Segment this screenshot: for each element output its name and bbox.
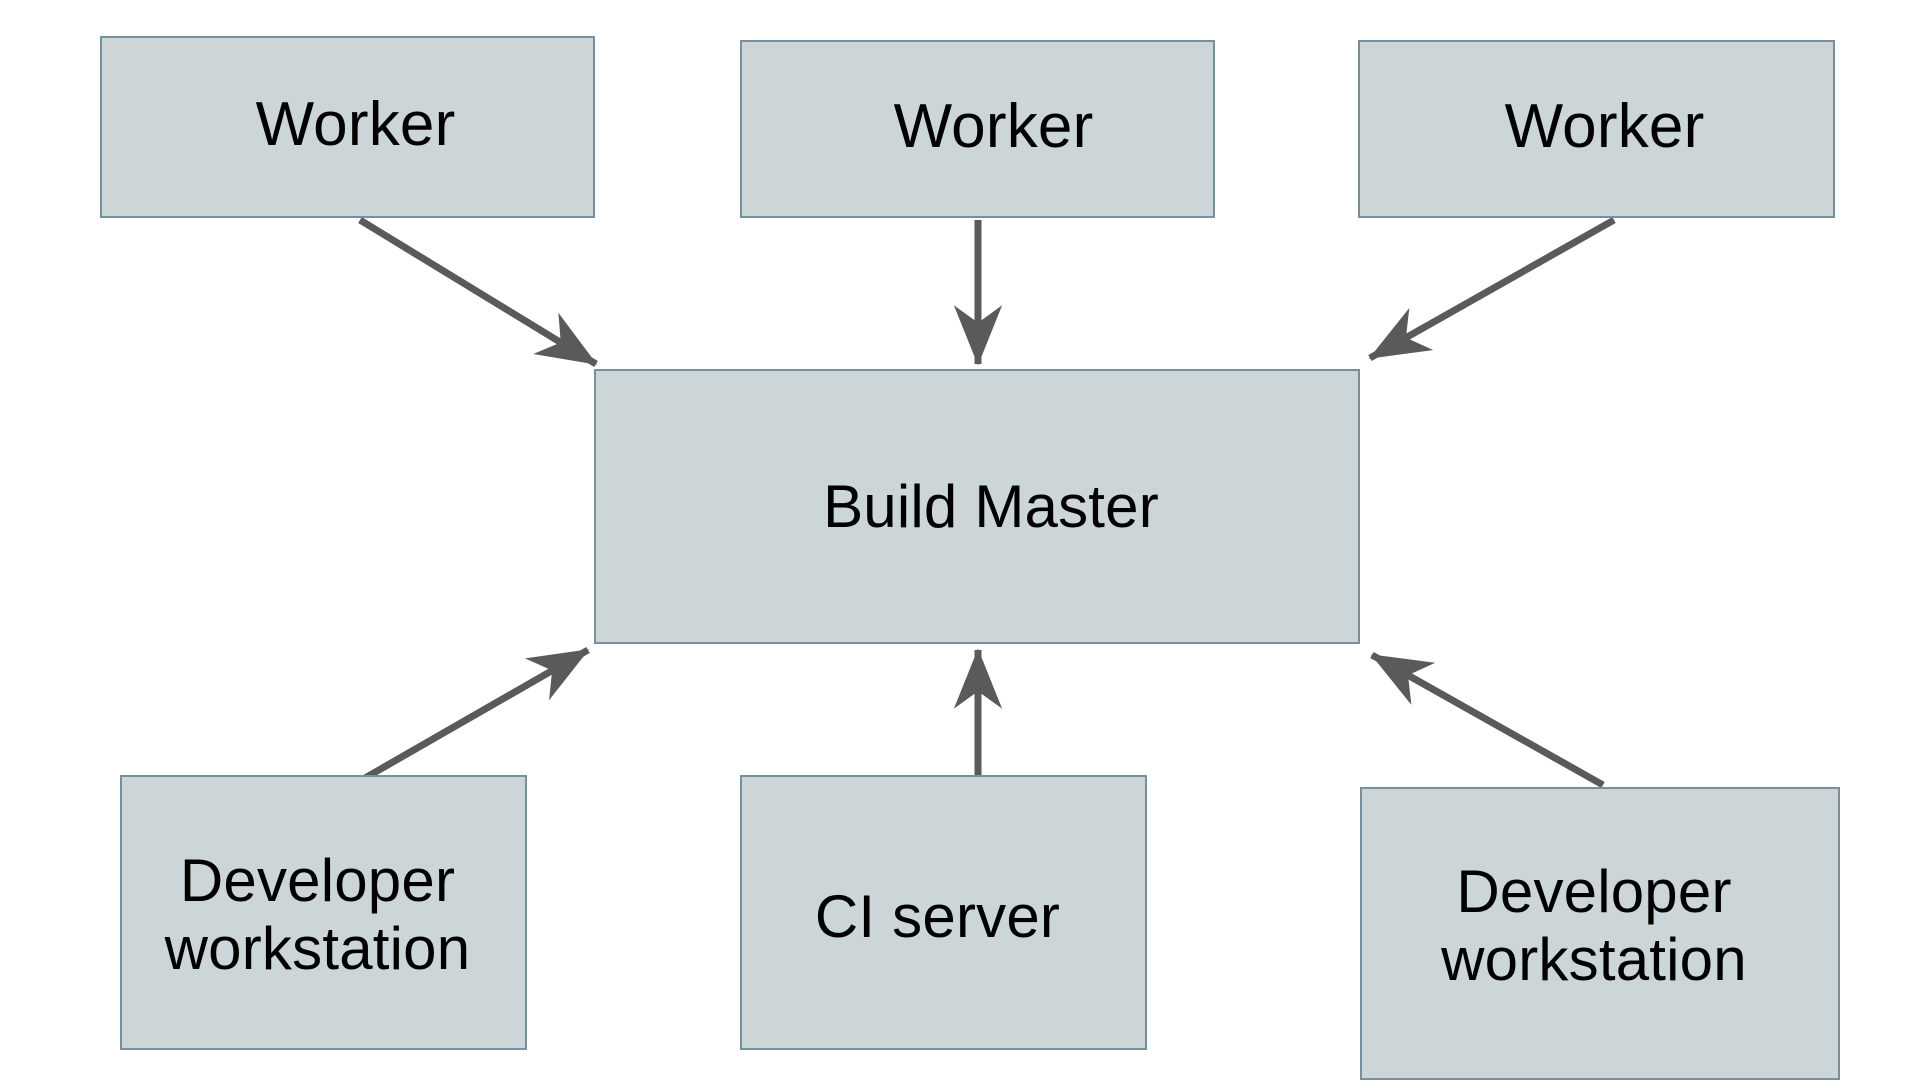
node-developer-workstation-left-label: Developer workstation — [164, 847, 471, 982]
node-worker-left-label: Worker — [255, 90, 456, 160]
node-worker-right-label: Worker — [1504, 92, 1705, 162]
node-ci-server[interactable]: CI server — [740, 775, 1147, 1050]
node-worker-left[interactable]: Worker — [100, 36, 595, 218]
node-developer-workstation-left[interactable]: Developer workstation — [120, 775, 527, 1050]
node-worker-mid-label: Worker — [893, 92, 1094, 162]
node-build-master[interactable]: Build Master — [594, 369, 1360, 644]
node-worker-mid[interactable]: Worker — [740, 40, 1215, 218]
node-worker-right[interactable]: Worker — [1358, 40, 1835, 218]
node-build-master-label: Build Master — [823, 472, 1159, 540]
node-developer-workstation-right-label: Developer workstation — [1441, 858, 1747, 993]
node-developer-workstation-right[interactable]: Developer workstation — [1360, 787, 1840, 1080]
node-ci-server-label: CI server — [814, 882, 1061, 950]
edge-dev-left-to-build-master — [363, 646, 590, 782]
edge-worker-left-to-build-master — [358, 217, 598, 367]
edge-dev-right-to-build-master — [1370, 651, 1605, 789]
edge-worker-right-to-build-master — [1368, 216, 1616, 362]
